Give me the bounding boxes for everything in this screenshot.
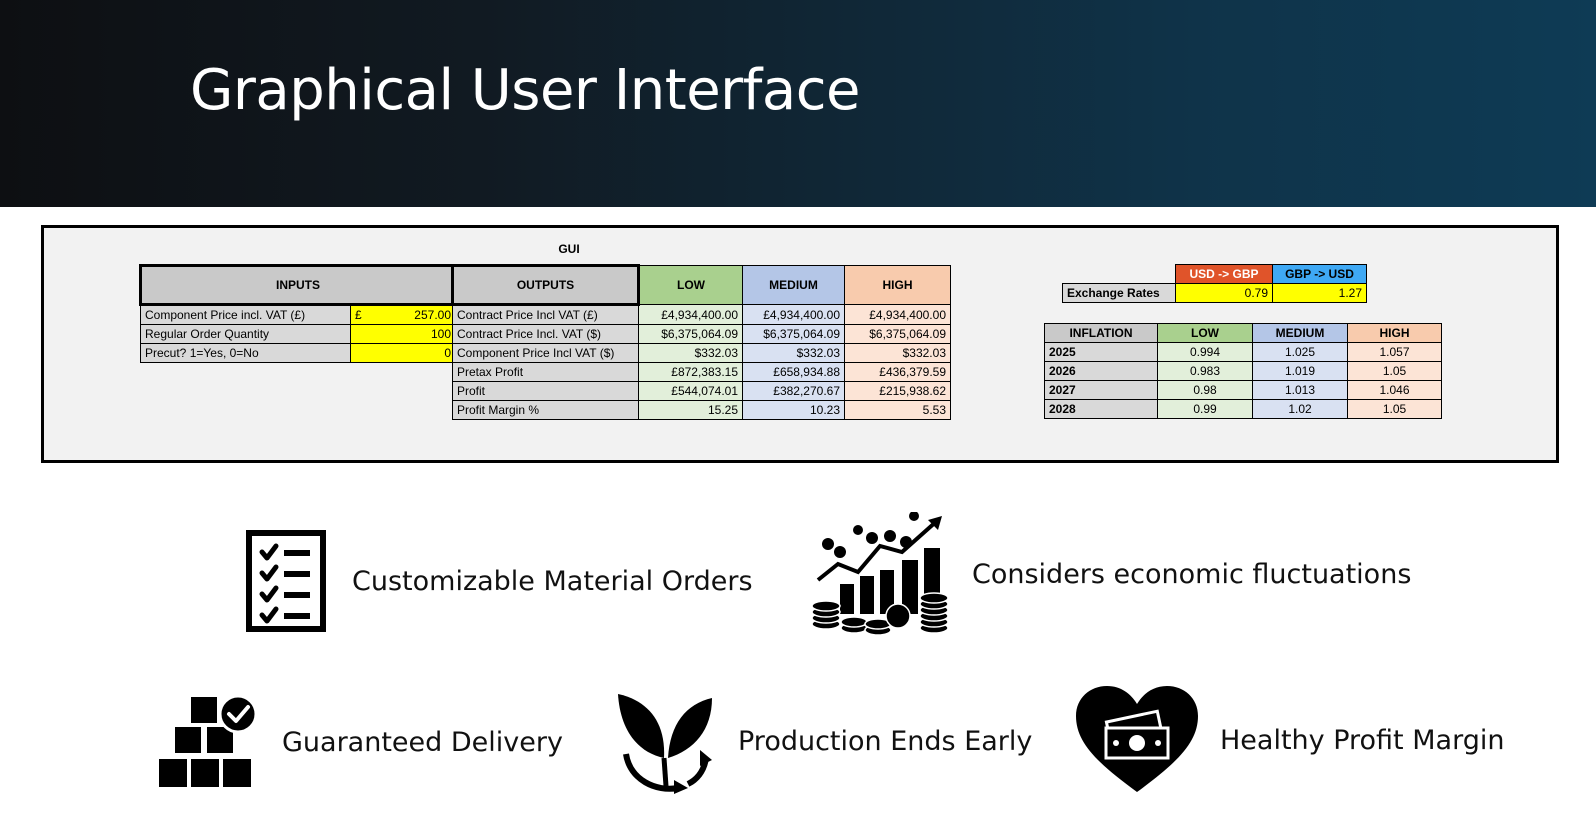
inflation-header: INFLATION [1044,323,1158,343]
usd-gbp-header: USD -> GBP [1175,264,1273,284]
slide-title: Graphical User Interface [190,58,860,123]
feature-label: Production Ends Early [738,725,1033,757]
table-row: Contract Price Incl. VAT ($) $6,375,064.… [452,324,951,344]
input-label: Precut? 1=Yes, 0=No [140,343,351,363]
inputs-header: INPUTS [139,264,457,306]
feature-economic-fluctuations: Considers economic fluctuations [810,512,1411,636]
low-header: LOW [638,265,743,305]
medium-value: $6,375,064.09 [742,324,845,344]
low-value[interactable]: 0.983 [1157,361,1253,381]
medium-value: $332.03 [742,343,845,363]
low-header: LOW [1157,323,1253,343]
precut-input[interactable]: 0 [350,343,456,363]
feature-label: Considers economic fluctuations [972,558,1412,590]
output-label: Component Price Incl VAT ($) [452,343,639,363]
low-value[interactable]: 0.994 [1157,342,1253,362]
low-value: £544,074.01 [638,381,743,401]
high-value[interactable]: 1.05 [1347,361,1442,381]
low-value: £4,934,400.00 [638,304,743,325]
usd-gbp-input[interactable]: 0.79 [1175,283,1273,303]
table-row: Precut? 1=Yes, 0=No 0 [140,343,456,363]
feature-guaranteed-delivery: Guaranteed Delivery [158,694,563,790]
exchange-label: Exchange Rates [1062,283,1176,303]
feature-customizable-orders: Customizable Material Orders [246,530,753,632]
feature-label: Healthy Profit Margin [1220,724,1505,756]
currency-symbol: £ [355,308,362,322]
heart-money-icon [1076,686,1198,794]
medium-value: £4,934,400.00 [742,304,845,325]
table-row: Component Price incl. VAT (£) £ 257.00 [140,304,456,325]
medium-value[interactable]: 1.02 [1252,399,1348,419]
output-label: Contract Price Incl. VAT ($) [452,324,639,344]
output-label: Profit [452,381,639,401]
boxes-check-icon [158,694,258,790]
plant-recycle-icon [616,688,716,794]
title-banner: Graphical User Interface [0,0,1596,207]
table-row: Pretax Profit £872,383.15 £658,934.88 £4… [452,362,951,382]
medium-value: £658,934.88 [742,362,845,382]
feature-label: Guaranteed Delivery [282,726,563,758]
high-value: $6,375,064.09 [844,324,951,344]
medium-header: MEDIUM [742,265,845,305]
table-row: 2026 0.983 1.019 1.05 [1044,361,1442,381]
high-value[interactable]: 1.05 [1347,399,1442,419]
spreadsheet-panel: GUI INPUTS Component Price incl. VAT (£)… [41,225,1559,463]
year-label: 2028 [1044,399,1158,419]
feature-production-ends-early: Production Ends Early [616,688,1032,794]
table-row: Regular Order Quantity 100 [140,324,456,344]
low-value: 15.25 [638,400,743,420]
low-value[interactable]: 0.98 [1157,380,1253,400]
feature-healthy-profit-margin: Healthy Profit Margin [1076,686,1504,794]
low-value: £872,383.15 [638,362,743,382]
inflation-table: INFLATION LOW MEDIUM HIGH 2025 0.994 1.0… [1044,323,1442,419]
year-label: 2026 [1044,361,1158,381]
high-value: £436,379.59 [844,362,951,382]
year-label: 2027 [1044,380,1158,400]
sheet-title: GUI [558,242,580,256]
checklist-icon [246,530,326,632]
table-row: 2025 0.994 1.025 1.057 [1044,342,1442,362]
gbp-usd-header: GBP -> USD [1272,264,1367,284]
high-value: 5.53 [844,400,951,420]
outputs-header: OUTPUTS [451,264,640,306]
input-label: Component Price incl. VAT (£) [140,304,351,325]
medium-value[interactable]: 1.019 [1252,361,1348,381]
table-row: 2028 0.99 1.02 1.05 [1044,399,1442,419]
medium-value[interactable]: 1.025 [1252,342,1348,362]
feature-label: Customizable Material Orders [352,565,753,597]
gbp-usd-input[interactable]: 1.27 [1272,283,1367,303]
output-label: Pretax Profit [452,362,639,382]
year-label: 2025 [1044,342,1158,362]
output-label: Contract Price Incl VAT (£) [452,304,639,325]
high-header: HIGH [1347,323,1442,343]
medium-value[interactable]: 1.013 [1252,380,1348,400]
table-row: Exchange Rates 0.79 1.27 [1062,283,1367,303]
outputs-table: OUTPUTS LOW MEDIUM HIGH Contract Price I… [451,264,951,420]
medium-header: MEDIUM [1252,323,1348,343]
high-value[interactable]: 1.057 [1347,342,1442,362]
low-value: $6,375,064.09 [638,324,743,344]
high-value: £215,938.62 [844,381,951,401]
component-price-input[interactable]: £ 257.00 [350,304,456,325]
medium-value: 10.23 [742,400,845,420]
table-row: Profit Margin % 15.25 10.23 5.53 [452,400,951,420]
low-value[interactable]: 0.99 [1157,399,1253,419]
high-value[interactable]: 1.046 [1347,380,1442,400]
output-label: Profit Margin % [452,400,639,420]
table-row: Component Price Incl VAT ($) $332.03 $33… [452,343,951,363]
high-value: $332.03 [844,343,951,363]
table-row: Profit £544,074.01 £382,270.67 £215,938.… [452,381,951,401]
exchange-rates-table: USD -> GBP GBP -> USD Exchange Rates 0.7… [1062,264,1367,303]
low-value: $332.03 [638,343,743,363]
input-value: 257.00 [414,308,451,322]
inputs-table: INPUTS Component Price incl. VAT (£) £ 2… [139,264,457,363]
high-value: £4,934,400.00 [844,304,951,325]
order-quantity-input[interactable]: 100 [350,324,456,344]
table-row: Contract Price Incl VAT (£) £4,934,400.0… [452,304,951,325]
input-label: Regular Order Quantity [140,324,351,344]
growth-coins-icon [810,512,950,636]
medium-value: £382,270.67 [742,381,845,401]
high-header: HIGH [844,265,951,305]
table-row: 2027 0.98 1.013 1.046 [1044,380,1442,400]
